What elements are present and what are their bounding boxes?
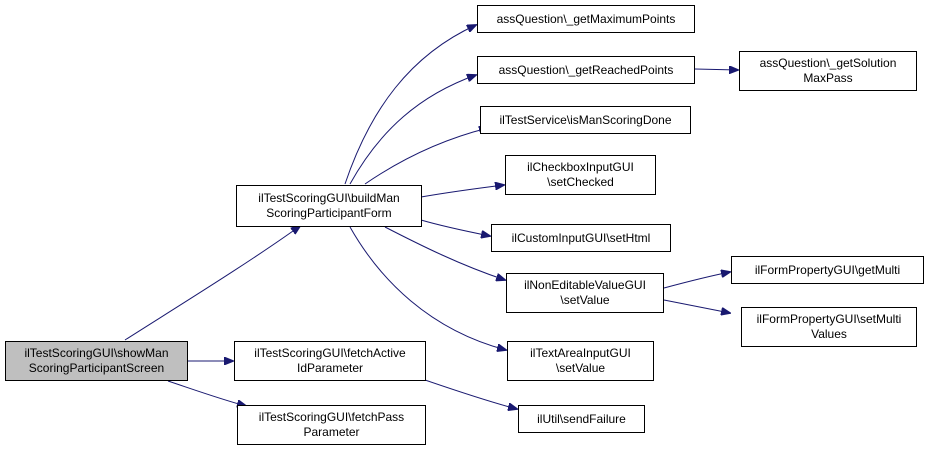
node-get-solution-max-pass[interactable]: assQuestion\_getSolution MaxPass — [739, 51, 917, 91]
edge-build-to-reached-points — [349, 75, 476, 185]
node-buildman-scoring-participant-form[interactable]: ilTestScoringGUI\buildMan ScoringPartici… — [236, 185, 422, 227]
edge-root-to-fetch-pass — [167, 380, 246, 406]
edge-build-to-max-points — [344, 25, 476, 185]
node-fetch-pass-parameter[interactable]: ilTestScoringGUI\fetchPass Parameter — [237, 405, 426, 445]
edge-build-to-custom-html — [420, 219, 490, 236]
node-get-reached-points[interactable]: assQuestion\_getReachedPoints — [477, 56, 695, 84]
edge-noneditable-to-set-multi — [663, 299, 730, 313]
node-form-property-set-multi-values[interactable]: ilFormPropertyGUI\setMulti Values — [741, 307, 917, 347]
node-showman-scoring-participant-screen: ilTestScoringGUI\showMan ScoringParticip… — [5, 341, 188, 381]
node-checkbox-set-checked[interactable]: ilCheckboxInputGUI \setChecked — [505, 155, 656, 195]
node-textarea-set-value[interactable]: ilTextAreaInputGUI \setValue — [507, 341, 654, 381]
node-get-maximum-points[interactable]: assQuestion\_getMaximumPoints — [477, 5, 695, 33]
node-noneditable-set-value[interactable]: ilNonEditableValueGUI \setValue — [506, 273, 664, 313]
edge-root-to-build — [124, 226, 300, 341]
node-is-man-scoring-done[interactable]: ilTestService\isManScoringDone — [480, 106, 691, 134]
node-form-property-get-multi[interactable]: ilFormPropertyGUI\getMulti — [731, 256, 924, 284]
node-fetch-active-id-parameter[interactable]: ilTestScoringGUI\fetchActive IdParameter — [234, 341, 426, 381]
edge-reached-to-solution-max — [694, 69, 738, 70]
node-custom-input-set-html[interactable]: ilCustomInputGUI\setHtml — [491, 224, 671, 252]
node-util-send-failure[interactable]: ilUtil\sendFailure — [518, 405, 645, 433]
edge-build-to-checkbox — [420, 185, 504, 198]
edge-fetch-active-to-send-failure — [424, 379, 517, 409]
edge-build-to-noneditable — [384, 226, 505, 280]
edge-build-to-is-done — [364, 128, 488, 185]
edge-build-to-textarea — [349, 226, 506, 350]
edge-noneditable-to-get-multi — [663, 272, 730, 289]
